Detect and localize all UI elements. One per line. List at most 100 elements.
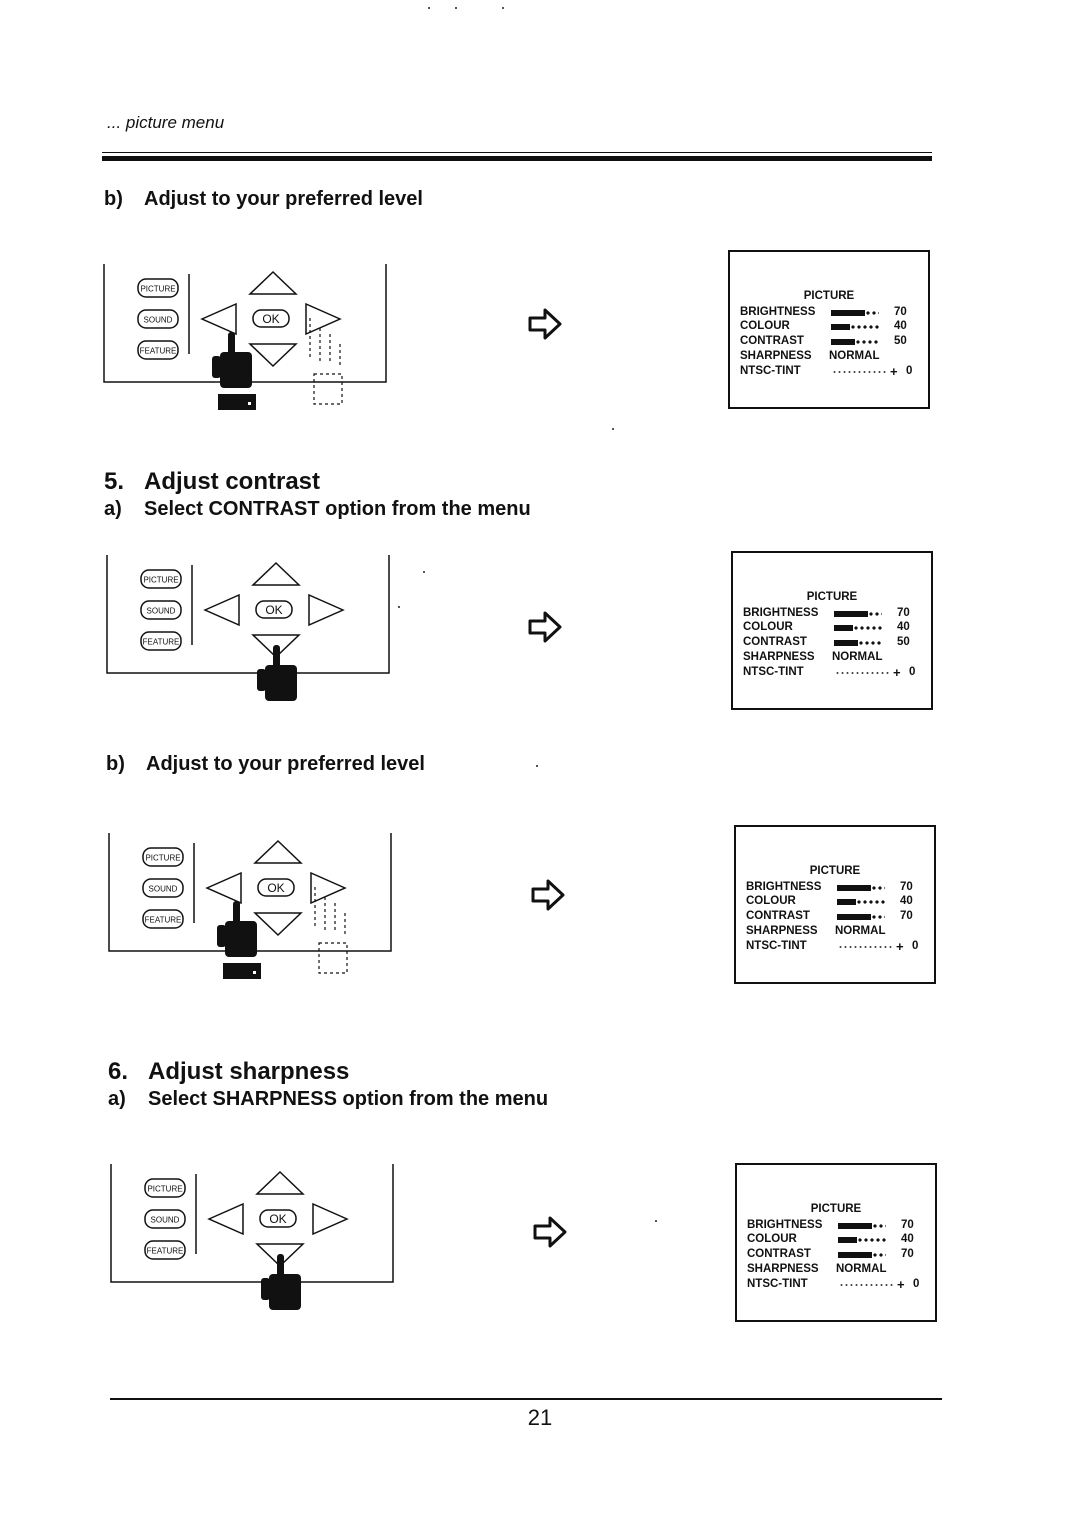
- level-bar-remainder: [871, 1223, 886, 1229]
- menu-row-value: 0: [909, 666, 916, 678]
- level-bar-fill: [834, 625, 854, 631]
- picture-button: PICTURE: [137, 278, 179, 298]
- svg-text:FEATURE: FEATURE: [147, 1247, 184, 1256]
- level-bar-fill: [831, 310, 865, 316]
- substep-number: a): [108, 1088, 126, 1110]
- menu-row-sharpness: SHARPNESS NORMAL: [743, 651, 923, 666]
- panel-frame: [103, 264, 138, 383]
- menu-row-tint: NTSC-TINT+0: [743, 665, 923, 681]
- sound-button: SOUND: [144, 1209, 186, 1229]
- tint-scale: [832, 370, 888, 374]
- level-bar: [837, 914, 885, 920]
- picture-button: PICTURE: [142, 847, 184, 867]
- level-bar-remainder: [870, 885, 885, 891]
- down-arrow-icon: [253, 912, 303, 937]
- menu-row-label: BRIGHTNESS: [743, 607, 819, 619]
- level-bar-fill: [831, 324, 851, 330]
- tint-scale: [839, 1283, 895, 1287]
- level-bar: [831, 310, 879, 316]
- level-bar: [837, 885, 885, 891]
- menu-row-brightness: BRIGHTNESS 70: [743, 607, 923, 622]
- substep-label: Select SHARPNESS option from the menu: [148, 1088, 549, 1110]
- menu-row-value: 70: [900, 910, 913, 922]
- menu-row-value: 70: [894, 306, 907, 318]
- substep-number: b): [106, 753, 125, 775]
- plus-icon: +: [896, 939, 904, 954]
- menu-row-tint: NTSC-TINT +0: [746, 939, 926, 955]
- menu-title: PICTURE: [809, 865, 861, 877]
- left-arrow-icon: [203, 593, 240, 627]
- svg-text:SOUND: SOUND: [151, 1216, 180, 1225]
- menu-row-value: 0: [912, 940, 919, 952]
- scan-speck: [536, 765, 538, 767]
- feature-button: FEATURE: [142, 909, 184, 929]
- panel-frame: [108, 833, 143, 952]
- page-number: 21: [527, 1405, 553, 1430]
- header-rule: [102, 156, 932, 161]
- level-bar-fill: [837, 899, 857, 905]
- menu-row-tint: NTSC-TINT+0: [747, 1277, 927, 1293]
- substep-number: a): [104, 498, 122, 520]
- level-bar-remainder: [867, 611, 882, 617]
- sound-button: SOUND: [137, 309, 179, 329]
- svg-text:FEATURE: FEATURE: [143, 638, 180, 647]
- scan-speck: [423, 571, 425, 573]
- svg-text:FEATURE: FEATURE: [145, 916, 182, 925]
- right-arrow-icon: [310, 871, 347, 905]
- step-number: 6.: [108, 1058, 129, 1085]
- level-bar-fill: [831, 339, 855, 345]
- dotted-hand-icon: [309, 318, 343, 405]
- menu-row-value: NORMAL: [832, 651, 883, 663]
- scan-speck: [502, 7, 504, 9]
- plus-icon: +: [897, 1277, 905, 1292]
- tint-scale: [838, 945, 894, 949]
- feature-button: FEATURE: [140, 631, 182, 651]
- menu-row-label: SHARPNESS: [740, 350, 812, 362]
- svg-text:PICTURE: PICTURE: [143, 576, 178, 585]
- left-arrow-icon: [207, 1202, 244, 1236]
- menu-row-value: 40: [900, 895, 913, 907]
- header-rule-thin: [102, 152, 932, 153]
- step-heading: 6.Adjust sharpness: [108, 1058, 349, 1086]
- substep-heading: b)Adjust to your preferred level: [106, 753, 425, 776]
- hollow-arrow-right-icon: [530, 877, 566, 913]
- menu-row-label: COLOUR: [746, 895, 796, 907]
- hollow-arrow-right-icon: [527, 609, 563, 645]
- picture-button: PICTURE: [140, 569, 182, 589]
- menu-row-tint: NTSC-TINT+0: [740, 364, 920, 380]
- menu-row-value: 0: [906, 365, 913, 377]
- up-arrow-icon: [255, 1170, 305, 1195]
- menu-row-value: 40: [894, 320, 907, 332]
- menu-row-label: SHARPNESS: [746, 925, 818, 937]
- level-bar: [834, 611, 882, 617]
- substep-heading: b) Adjust to your preferred level: [104, 188, 423, 211]
- menu-row-label: COLOUR: [740, 320, 790, 332]
- menu-row-label: CONTRAST: [740, 335, 804, 347]
- substep-number: b): [104, 188, 123, 210]
- svg-text:OK: OK: [262, 312, 279, 326]
- level-bar-fill: [838, 1223, 872, 1229]
- level-bar: [834, 640, 882, 646]
- substep-label: Select CONTRAST option from the menu: [144, 498, 531, 520]
- menu-row-label: NTSC-TINT: [746, 940, 807, 952]
- menu-row-value: 70: [897, 607, 910, 619]
- menu-row-label: SHARPNESS: [743, 651, 815, 663]
- substep-label: Adjust to your preferred level: [144, 188, 423, 210]
- pointing-hand-icon: [217, 901, 261, 979]
- menu-row-value: NORMAL: [829, 350, 880, 362]
- level-bar-remainder: [871, 1252, 886, 1258]
- svg-text:OK: OK: [265, 603, 282, 617]
- menu-row-value: 40: [897, 621, 910, 633]
- ok-button: OK: [255, 600, 293, 619]
